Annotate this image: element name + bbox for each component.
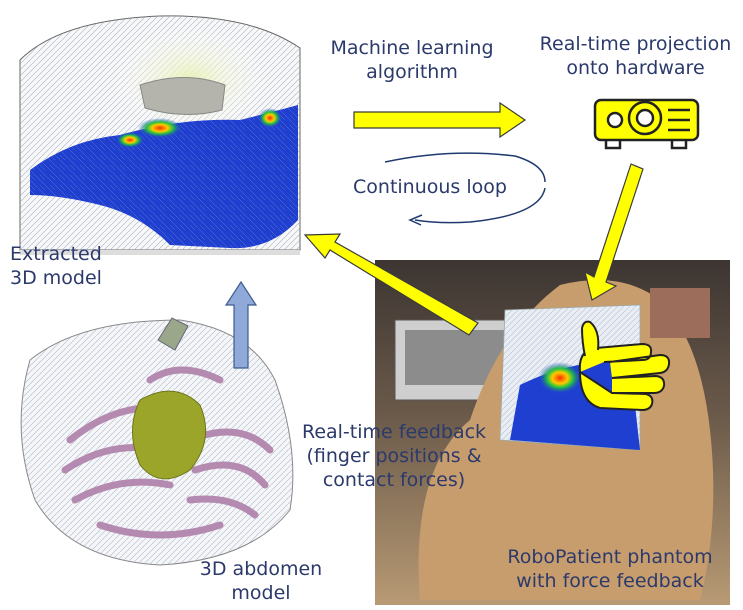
ml-label-line2: algorithm (322, 60, 502, 84)
phantom-label-line1: RoboPatient phantom (482, 545, 738, 569)
loop-label-text: Continuous loop (340, 175, 520, 199)
extracted-3d-model-image (20, 16, 300, 255)
abdomen-label-line2: model (176, 581, 346, 605)
ml-algorithm-label: Machine learning algorithm (322, 36, 502, 84)
projection-label-line2: onto hardware (533, 56, 738, 80)
feedback-label-line2: (finger positions & (294, 444, 494, 468)
feedback-label-line1: Real-time feedback (294, 420, 494, 444)
abdomen-model-label: 3D abdomen model (176, 557, 346, 605)
continuous-loop-label: Continuous loop (340, 175, 520, 199)
extracted-model-label: Extracted 3D model (10, 242, 120, 290)
abdomen-3d-model-image (21, 318, 293, 565)
projection-label-line1: Real-time projection (533, 32, 738, 56)
extracted-label-line1: Extracted (10, 242, 120, 266)
realtime-feedback-label: Real-time feedback (finger positions & c… (294, 420, 494, 492)
arrow-ml-to-projection (354, 103, 525, 137)
projector-icon (595, 100, 698, 148)
robopatient-label: RoboPatient phantom with force feedback (482, 545, 738, 593)
phantom-label-line2: with force feedback (482, 569, 738, 593)
projection-label: Real-time projection onto hardware (533, 32, 738, 80)
extracted-label-line2: 3D model (10, 266, 120, 290)
ml-label-line1: Machine learning (322, 36, 502, 60)
abdomen-label-line1: 3D abdomen (176, 557, 346, 581)
feedback-label-line3: contact forces) (294, 468, 494, 492)
